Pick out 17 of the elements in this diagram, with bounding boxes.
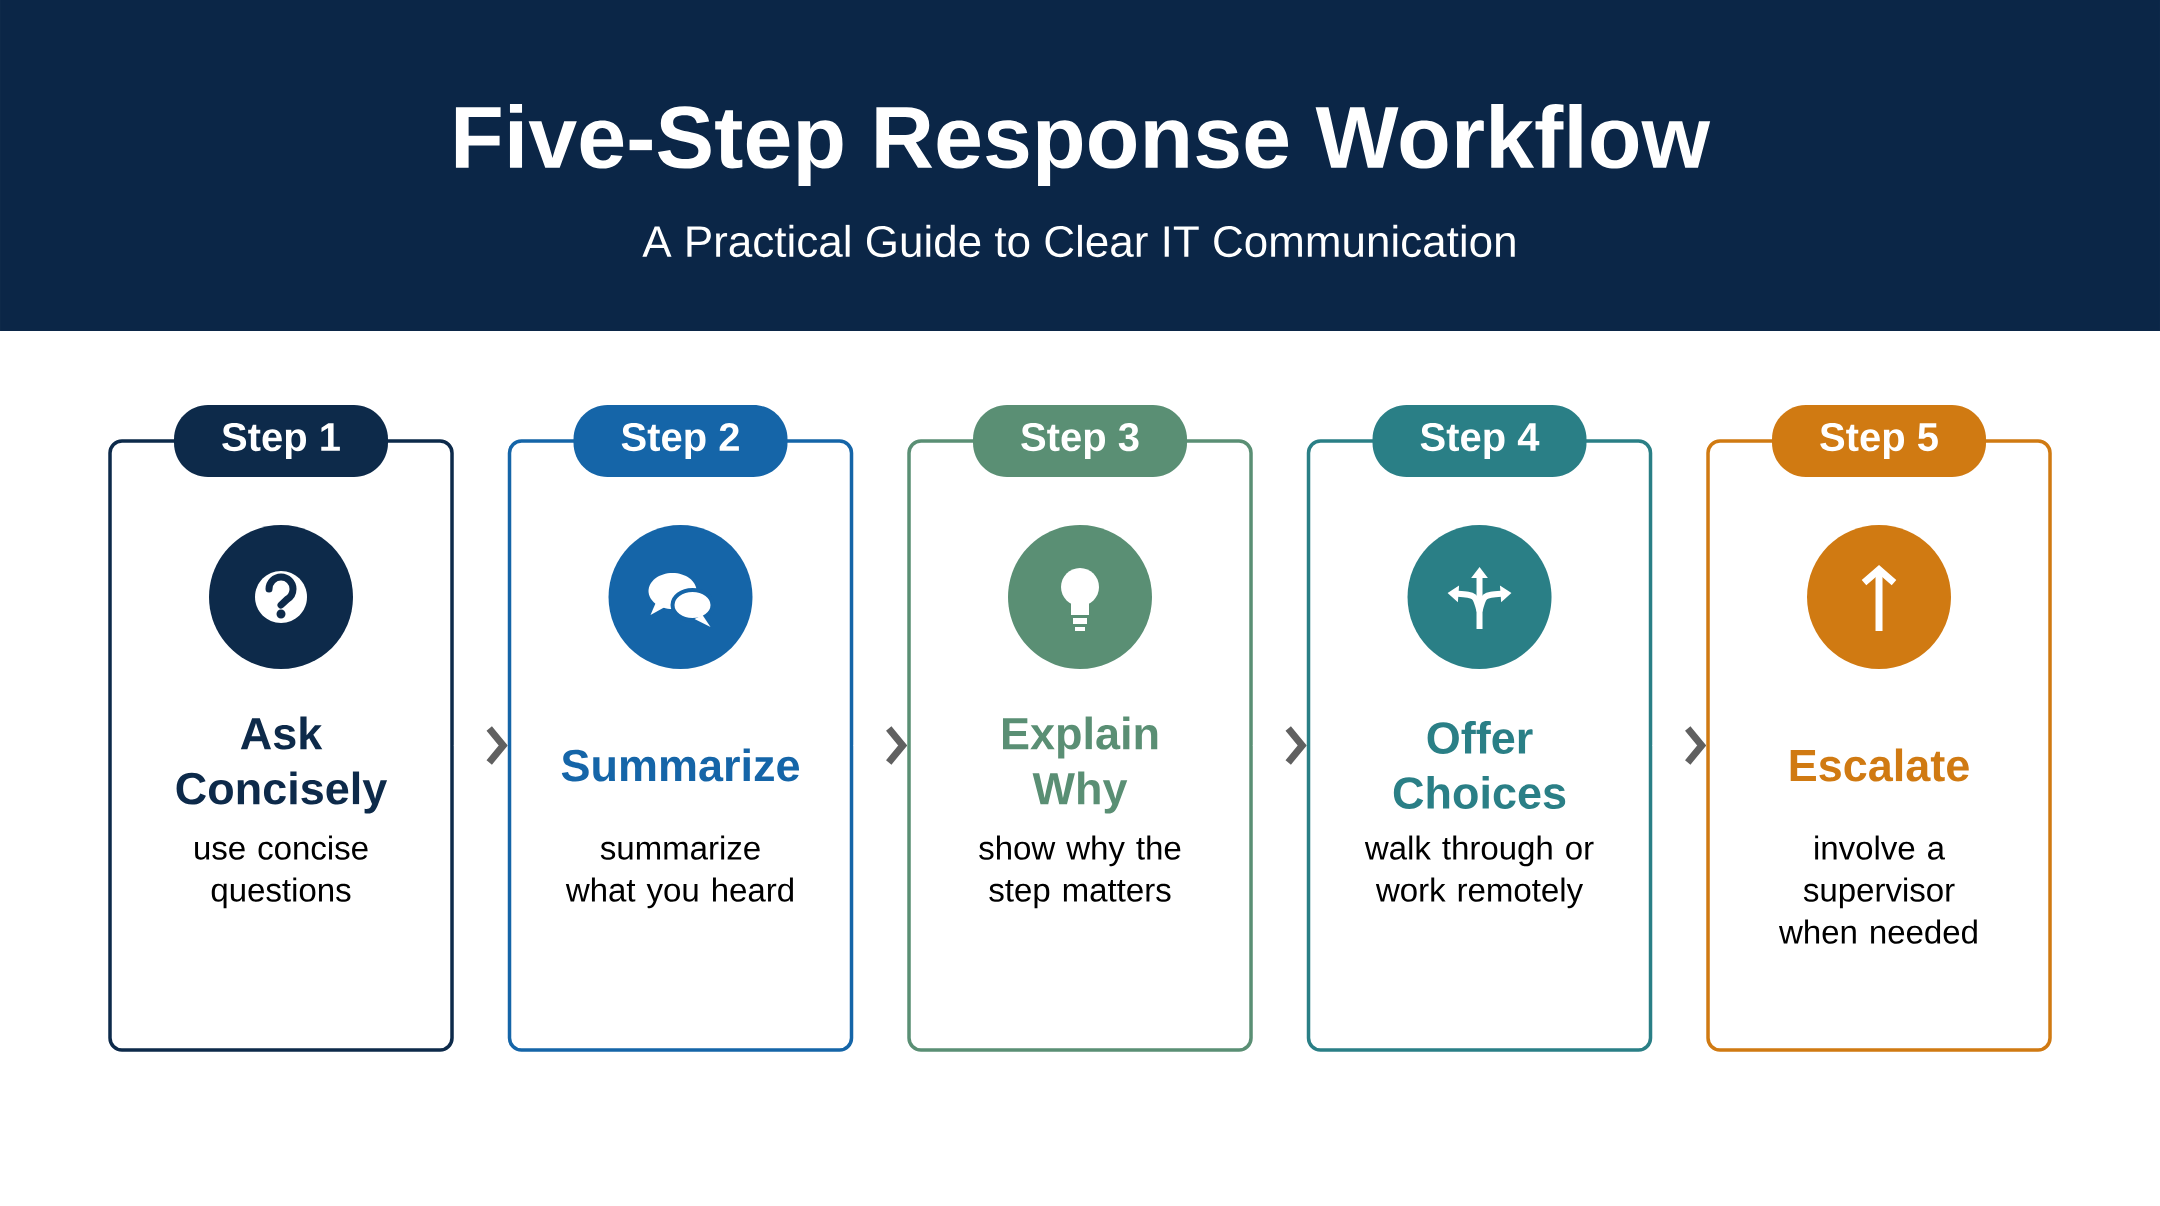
- step-title: Ask Concisely: [176, 716, 388, 814]
- title: Five-Step Response Workflow: [455, 104, 1711, 186]
- step-description: show why the step matters: [979, 835, 1181, 909]
- step-pill: Step 2: [573, 405, 788, 477]
- step-title: Offer Choices: [1393, 721, 1566, 809]
- step-description: walk through or work remotely: [1364, 835, 1594, 909]
- step-pill: Step 3: [973, 405, 1187, 477]
- step-pill: Step 5: [1772, 405, 1986, 477]
- step-title: Escalate: [1790, 748, 1969, 782]
- step-pill: Step 4: [1372, 405, 1587, 477]
- step-title: Summarize: [561, 748, 799, 782]
- subtitle: A Practical Guide to Clear IT Communication: [642, 224, 1515, 258]
- step-pill: Step 1: [174, 405, 388, 477]
- step-description: involve a supervisor when needed: [1778, 835, 1977, 944]
- step-description: summarize what you heard: [565, 835, 793, 909]
- step-description: use concise questions: [195, 835, 368, 909]
- step-title: Explain Why: [1003, 716, 1158, 814]
